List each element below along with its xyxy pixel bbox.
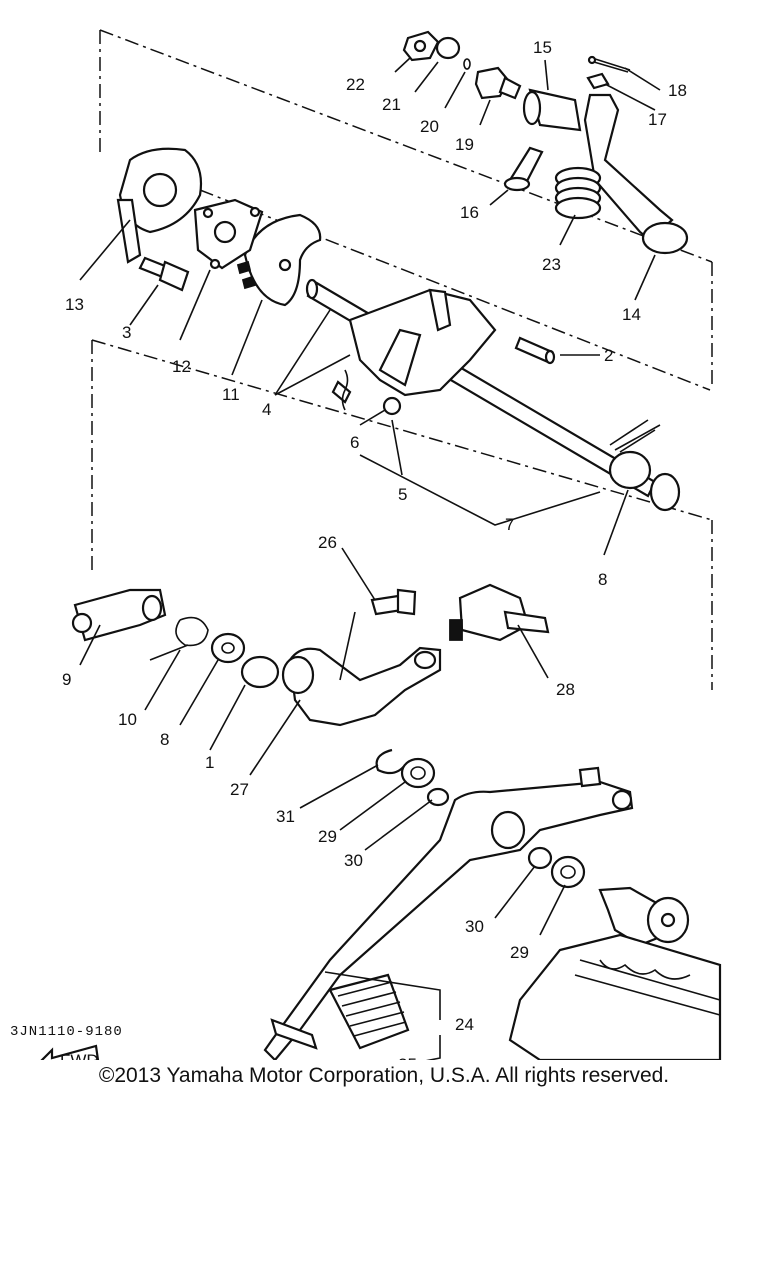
callout-3: 3 xyxy=(122,323,131,342)
callout-30-left: 30 xyxy=(344,851,363,870)
callout-1: 1 xyxy=(205,753,214,772)
callout-5: 5 xyxy=(398,485,407,504)
cam-plate xyxy=(236,213,322,307)
callout-11: 11 xyxy=(222,385,240,404)
callout-23: 23 xyxy=(542,255,561,274)
return-spring xyxy=(554,166,602,220)
callout-25: 25 xyxy=(398,1055,417,1060)
callout-20: 20 xyxy=(420,117,439,136)
callout-6: 6 xyxy=(350,433,359,452)
pin-part xyxy=(514,336,556,365)
joint-part xyxy=(503,88,582,192)
shift-guide-part xyxy=(449,583,550,642)
shift-pedal xyxy=(263,766,634,1060)
callout-19: 19 xyxy=(455,135,474,154)
callout-8-lower: 8 xyxy=(160,730,169,749)
shift-lever xyxy=(281,588,442,727)
callout-13: 13 xyxy=(65,295,84,314)
callout-30-right: 30 xyxy=(465,917,484,936)
callout-27: 27 xyxy=(230,780,249,799)
lower-hardware xyxy=(375,748,586,889)
callout-31: 31 xyxy=(276,807,295,826)
footrest-bracket xyxy=(508,886,722,1060)
callout-9: 9 xyxy=(62,670,71,689)
fwd-arrow-icon xyxy=(40,1044,100,1060)
callout-21: 21 xyxy=(382,95,401,114)
callout-labels: 1 2 3 4 5 6 7 8 8 9 10 11 12 13 14 15 16… xyxy=(62,38,687,1060)
copyright-notice: ©2013 Yamaha Motor Corporation, U.S.A. A… xyxy=(98,1064,670,1087)
callout-29-left: 29 xyxy=(318,827,337,846)
washer-collar xyxy=(210,632,280,689)
leader-lines xyxy=(79,57,661,1060)
callout-24: 24 xyxy=(455,1015,474,1034)
callout-10: 10 xyxy=(118,710,137,729)
callout-4: 4 xyxy=(262,400,271,419)
cover-plate xyxy=(116,147,203,264)
callout-2: 2 xyxy=(604,346,613,365)
callout-26: 26 xyxy=(318,533,337,552)
callout-8-upper: 8 xyxy=(598,570,607,589)
bracket-plate xyxy=(193,198,264,270)
callout-12: 12 xyxy=(172,357,191,376)
link-rod xyxy=(583,55,689,255)
bolt-part xyxy=(138,256,190,292)
callout-16: 16 xyxy=(460,203,479,222)
exploded-parts-diagram: FWD 1 2 3 4 5 6 7 8 8 9 10 11 12 13 14 1… xyxy=(10,29,722,1060)
callout-28: 28 xyxy=(556,680,575,699)
upper-hardware xyxy=(402,30,522,100)
callout-22: 22 xyxy=(346,75,365,94)
drawing-code: 3JN1110-9180 xyxy=(10,1024,123,1040)
callout-15: 15 xyxy=(533,38,552,57)
callout-29-right: 29 xyxy=(510,943,529,962)
callout-14: 14 xyxy=(622,305,641,324)
lower-arm xyxy=(71,588,209,661)
callout-18: 18 xyxy=(668,81,687,100)
fwd-label: FWD xyxy=(60,1051,99,1060)
shift-arm-assembly xyxy=(331,288,497,416)
callout-7: 7 xyxy=(505,515,514,534)
pedal-rubber xyxy=(328,973,410,1050)
callout-17: 17 xyxy=(648,110,667,129)
